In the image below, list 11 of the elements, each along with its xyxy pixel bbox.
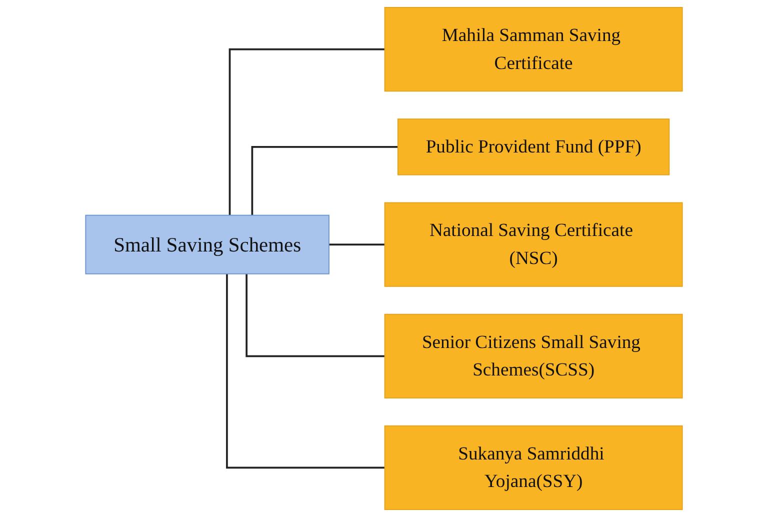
connector: [226, 274, 385, 469]
node-box: Senior Citizens Small Saving Schemes(SCSS): [384, 314, 683, 398]
node-box: Sukanya Samriddhi Yojana(SSY): [384, 425, 683, 510]
connector: [328, 244, 385, 246]
connector: [251, 146, 398, 216]
node-box: Small Saving Schemes: [85, 214, 330, 274]
node-box: National Saving Certificate (NSC): [384, 202, 683, 287]
connector: [228, 48, 385, 216]
node-box: Mahila Samman Saving Certificate: [384, 6, 683, 92]
node-box: Public Provident Fund (PPF): [397, 118, 670, 176]
connector: [246, 274, 385, 358]
